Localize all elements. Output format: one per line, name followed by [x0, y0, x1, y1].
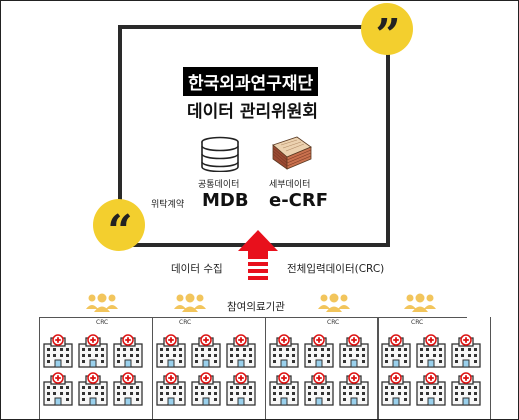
connector-line — [39, 317, 467, 318]
hospital-building-icon — [338, 372, 370, 406]
crc-label: CRC — [179, 319, 192, 326]
hospital-building-icon — [338, 334, 370, 368]
people-group-icon — [86, 293, 118, 312]
hospital-building-icon — [268, 334, 300, 368]
hospital-building-icon — [380, 372, 412, 406]
hospital-building-icon — [225, 334, 257, 368]
collect-label: 데이터 수집 — [171, 263, 223, 275]
hospital-building-icon — [415, 372, 447, 406]
hospital-building-icon — [380, 334, 412, 368]
people-group-icon — [174, 293, 206, 312]
committee-title: 데이터 관리위원회 — [187, 102, 319, 122]
hospital-building-icon — [450, 372, 482, 406]
crc-label: CRC — [411, 319, 424, 326]
hospital-building-icon — [268, 372, 300, 406]
hospital-building-icon — [112, 334, 144, 368]
hospital-building-icon — [112, 372, 144, 406]
site-bracket — [265, 317, 379, 419]
contract-label: 위탁계약 — [151, 200, 185, 210]
people-group-icon — [404, 293, 436, 312]
ecrf-label: e-CRF — [269, 190, 329, 211]
mdb-caption: 공통데이터 — [198, 180, 240, 190]
hospital-building-icon — [77, 334, 109, 368]
hospital-building-icon — [190, 334, 222, 368]
hospital-building-icon — [42, 334, 74, 368]
people-group-icon — [318, 293, 350, 312]
hospital-building-icon — [155, 372, 187, 406]
committee-frame — [118, 25, 390, 247]
hospital-building-icon — [190, 372, 222, 406]
crc-label: CRC — [96, 319, 109, 326]
mdb-label: MDB — [202, 190, 249, 211]
database-icon — [201, 136, 239, 172]
site-bracket — [377, 317, 491, 419]
quote-close-icon: ” — [361, 3, 413, 58]
quote-open-icon: “ — [93, 199, 145, 254]
input-label: 전체입력데이터(CRC) — [287, 263, 385, 275]
hospital-building-icon — [450, 334, 482, 368]
hospital-building-icon — [415, 334, 447, 368]
hospital-building-icon — [42, 372, 74, 406]
crc-label: CRC — [327, 319, 340, 326]
hospital-building-icon — [155, 334, 187, 368]
up-arrow-icon — [238, 230, 278, 280]
hospital-building-icon — [225, 372, 257, 406]
hospital-building-icon — [303, 372, 335, 406]
participants-label: 참여의료기관 — [227, 301, 285, 313]
ecrf-caption: 세부데이터 — [269, 180, 311, 190]
foundation-title: 한국외과연구재단 — [183, 67, 319, 96]
hospital-building-icon — [303, 334, 335, 368]
papers-icon — [272, 136, 312, 170]
hospital-building-icon — [77, 372, 109, 406]
